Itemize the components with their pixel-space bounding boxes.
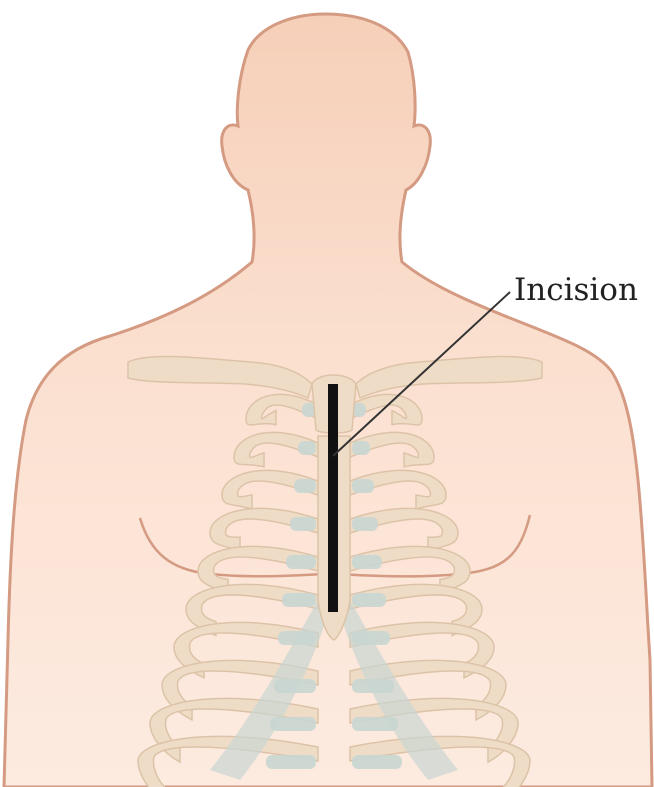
left-costal-cartilage	[282, 593, 316, 607]
right-costal-cartilage	[352, 755, 402, 769]
right-costal-cartilage	[352, 441, 370, 455]
left-costal-cartilage	[286, 555, 316, 569]
left-costal-cartilage	[290, 517, 316, 531]
right-costal-cartilage	[352, 517, 378, 531]
left-costal-cartilage	[294, 479, 316, 493]
right-costal-cartilage	[352, 555, 382, 569]
incision-label: Incision	[514, 272, 638, 308]
right-costal-cartilage	[352, 479, 374, 493]
right-costal-cartilage	[352, 593, 386, 607]
left-costal-cartilage	[266, 755, 316, 769]
incision-mark	[328, 384, 338, 612]
left-costal-cartilage	[298, 441, 316, 455]
